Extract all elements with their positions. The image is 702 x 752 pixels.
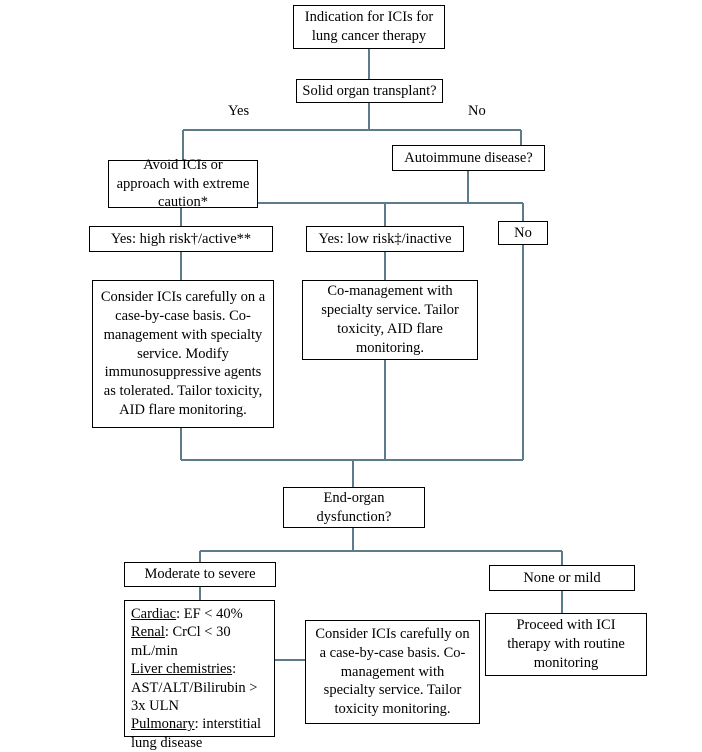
criteria-label-liver: Liver chemistries	[131, 661, 233, 678]
edge-label-transplant-yes: Yes	[228, 103, 250, 119]
criteria-label-renal: Renal	[131, 624, 165, 641]
criteria-list: Cardiac: EF < 40% Renal: CrCl < 30 mL/mi…	[131, 605, 269, 752]
node-solid-organ-transplant[interactable]: Solid organ transplant?	[296, 79, 443, 103]
criteria-row: Liver chemistries: AST/ALT/Bilirubin > 3…	[131, 660, 269, 715]
criteria-row: Renal: CrCl < 30 mL/min	[131, 623, 269, 660]
node-low-risk-inactive[interactable]: Yes: low risk‡/inactive	[306, 226, 464, 252]
criteria-value-liver: : AST/ALT/Bilirubin > 3x ULN	[131, 661, 258, 715]
node-proceed-with-ici[interactable]: Proceed with ICI therapy with routine mo…	[485, 613, 647, 676]
node-avoid-icis[interactable]: Avoid ICIs or approach with extreme caut…	[108, 157, 258, 210]
node-high-risk-active[interactable]: Yes: high risk†/active**	[89, 226, 273, 252]
node-consider-icis-brief[interactable]: Consider ICIs carefully on a case-by-cas…	[305, 620, 480, 724]
criteria-value-cardiac: : EF < 40%	[176, 606, 243, 622]
node-autoimmune-disease[interactable]: Autoimmune disease?	[392, 145, 545, 171]
node-indication[interactable]: Indication for ICIs for lung cancer ther…	[293, 5, 445, 49]
node-moderate-to-severe[interactable]: Moderate to severe	[124, 562, 276, 587]
node-none-or-mild[interactable]: None or mild	[489, 565, 635, 591]
node-co-management[interactable]: Co-management with specialty service. Ta…	[302, 280, 478, 360]
criteria-value-renal: : CrCl < 30 mL/min	[131, 624, 231, 659]
criteria-row: Cardiac: EF < 40%	[131, 605, 269, 623]
node-end-organ-dysfunction[interactable]: End-organ dysfunction?	[283, 487, 425, 528]
node-consider-icis-detailed[interactable]: Consider ICIs carefully on a case-by-cas…	[92, 280, 274, 428]
criteria-row: Pulmonary: interstitial lung disease	[131, 715, 269, 752]
edge-label-transplant-no: No	[468, 103, 486, 119]
node-organ-criteria[interactable]: Cardiac: EF < 40% Renal: CrCl < 30 mL/mi…	[124, 600, 275, 751]
node-autoimmune-no[interactable]: No	[498, 221, 548, 245]
criteria-label-cardiac: Cardiac	[131, 606, 177, 622]
criteria-label-pulmonary: Pulmonary	[131, 716, 195, 733]
